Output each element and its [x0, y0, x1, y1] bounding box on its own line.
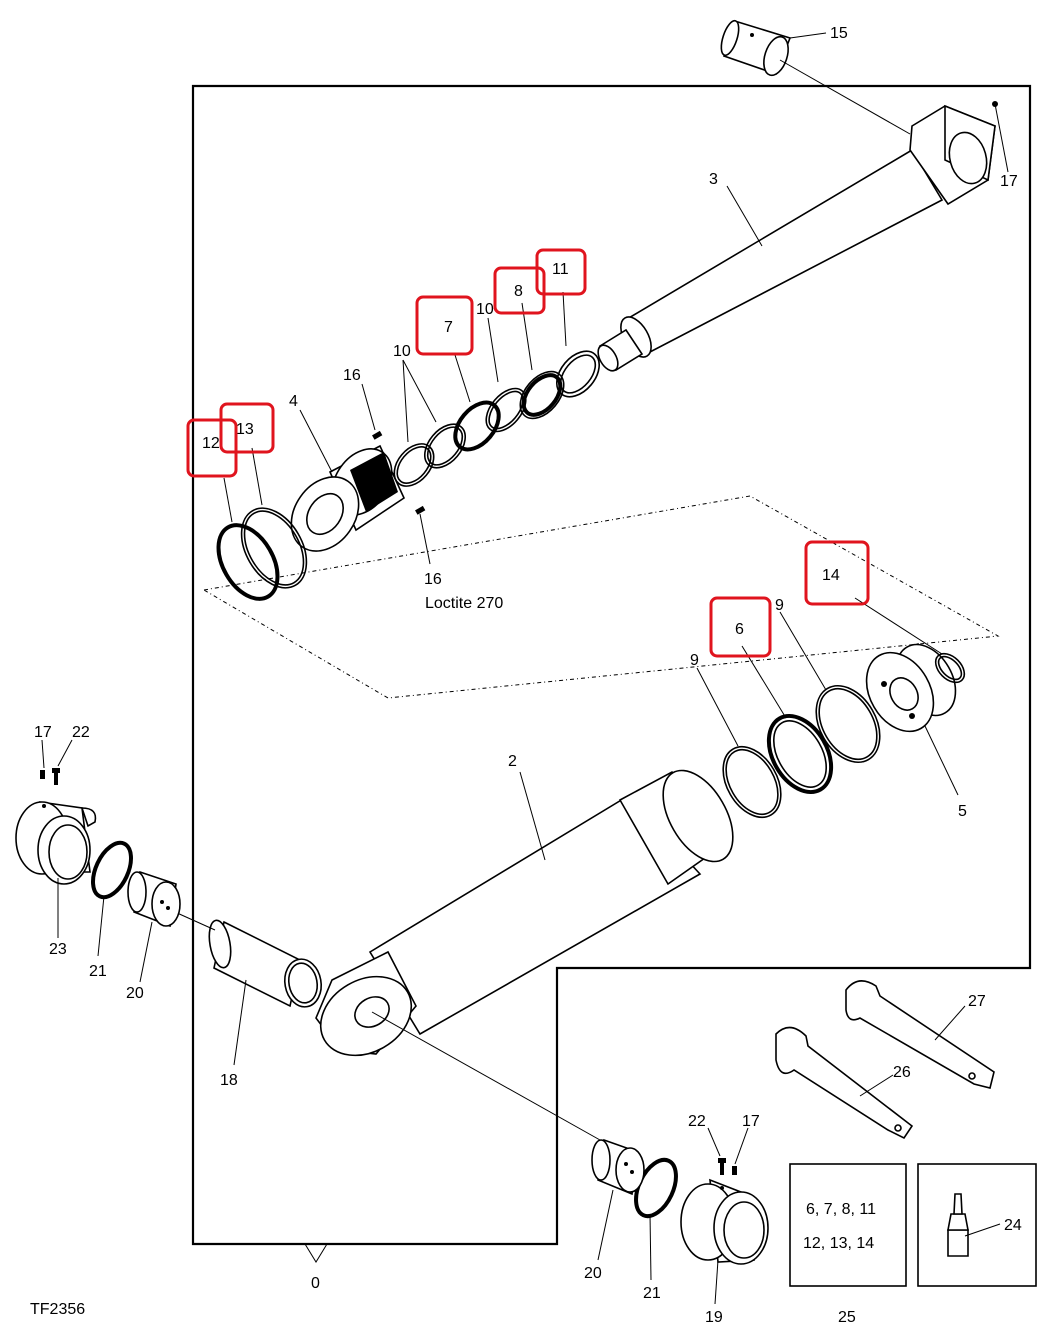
label-17-left: 17 — [34, 724, 52, 741]
spanner-wrench-26 — [775, 1026, 914, 1140]
bushing-20-right — [591, 1138, 645, 1196]
label-21-right: 21 — [643, 1285, 661, 1302]
piston-subassembly-outline — [202, 495, 1000, 699]
o-ring-14 — [934, 652, 966, 684]
highlight-14 — [804, 540, 870, 606]
label-25: 25 — [838, 1309, 856, 1326]
label-26: 26 — [893, 1064, 911, 1081]
pin-housing-19 — [680, 1178, 769, 1265]
barrel-2 — [315, 769, 734, 1057]
seal-kit-line-1: 6, 7, 8, 11 — [806, 1201, 876, 1218]
highlight-7 — [415, 295, 474, 356]
label-20-left: 20 — [126, 985, 144, 1002]
ring-13 — [240, 507, 308, 589]
label-15: 15 — [830, 25, 848, 42]
pin-17-left — [40, 768, 60, 785]
sealant-note: Loctite 270 — [425, 595, 503, 612]
bushing-15 — [720, 19, 792, 77]
pin-17-right — [718, 1158, 737, 1175]
label-7: 7 — [444, 319, 453, 336]
label-16-lower: 16 — [424, 571, 442, 588]
label-22-right: 22 — [688, 1113, 706, 1130]
ring-7 — [453, 400, 501, 452]
label-10-upper: 10 — [476, 301, 494, 318]
ring-8 — [519, 370, 565, 420]
set-screw-16-upper — [372, 430, 383, 440]
label-10-lower: 10 — [393, 343, 411, 360]
ring-12 — [216, 523, 280, 601]
label-9-left: 9 — [690, 652, 699, 669]
ring-10-lower — [393, 423, 467, 487]
piston-4 — [290, 444, 406, 552]
label-23: 23 — [49, 941, 67, 958]
ring-10-upper — [485, 387, 527, 433]
label-17-top: 17 — [1000, 173, 1018, 190]
label-4: 4 — [289, 393, 298, 410]
highlight-11 — [535, 248, 587, 296]
highlight-13 — [219, 402, 275, 454]
piston-rod-3 — [597, 101, 998, 372]
ring-6 — [766, 714, 834, 794]
label-20-right: 20 — [584, 1265, 602, 1282]
leader-0 — [193, 1243, 328, 1263]
label-13: 13 — [236, 421, 254, 438]
label-27: 27 — [968, 993, 986, 1010]
figure-id: TF2356 — [30, 1301, 85, 1318]
sleeve-18 — [208, 919, 323, 1008]
sealant-box — [917, 1163, 1037, 1287]
label-17-right: 17 — [742, 1113, 760, 1130]
seal-kit-line-2: 12, 13, 14 — [803, 1235, 874, 1252]
spanner-wrench-27 — [845, 980, 995, 1089]
label-24: 24 — [1004, 1217, 1022, 1234]
label-16-upper: 16 — [343, 367, 361, 384]
o-ring-21-left — [91, 840, 133, 900]
label-2: 2 — [508, 753, 517, 770]
pin-housing-23 — [15, 801, 97, 885]
gland-5 — [865, 642, 957, 733]
label-12: 12 — [202, 435, 220, 452]
label-22-left: 22 — [72, 724, 90, 741]
seal-kit-box — [789, 1163, 907, 1287]
bushing-20-left — [127, 870, 181, 928]
sealant-bottle-24 — [947, 1193, 969, 1257]
label-18: 18 — [220, 1072, 238, 1089]
label-19: 19 — [705, 1309, 723, 1326]
label-9-right: 9 — [775, 597, 784, 614]
highlight-8 — [493, 266, 546, 315]
ring-9-left — [722, 745, 782, 819]
label-5: 5 — [958, 803, 967, 820]
label-3: 3 — [709, 171, 718, 188]
highlight-12 — [186, 418, 238, 478]
label-6: 6 — [735, 621, 744, 638]
set-screw-16-lower — [415, 505, 426, 515]
label-8: 8 — [514, 283, 523, 300]
highlight-6 — [709, 596, 772, 658]
label-11: 11 — [552, 261, 569, 278]
label-21-left: 21 — [89, 963, 107, 980]
label-0: 0 — [311, 1275, 320, 1292]
label-14: 14 — [822, 567, 840, 584]
